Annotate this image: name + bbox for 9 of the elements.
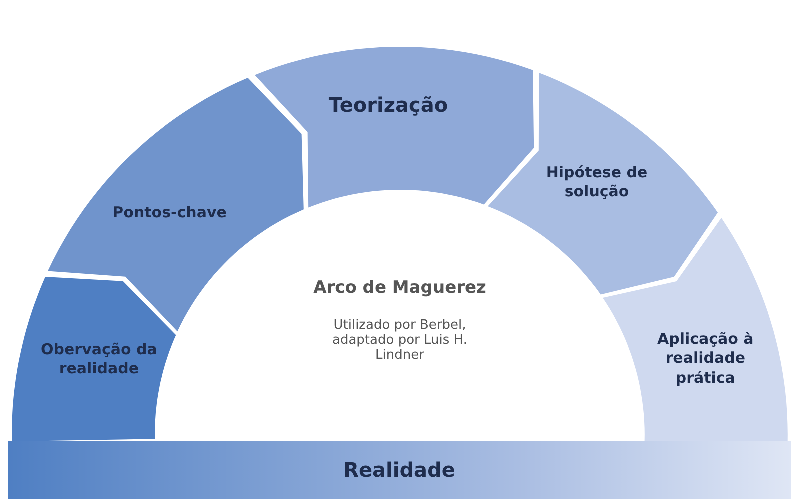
segment-label: Teorização: [328, 92, 450, 118]
bar-label: Realidade: [344, 458, 456, 482]
reality-bar: [8, 441, 791, 499]
segment-label: Aplicação à realidade prática: [656, 330, 755, 388]
credit-note: Utilizado por Berbel, adaptado por Luis H. Lindner: [332, 318, 468, 363]
segment-label: Pontos-chave: [112, 202, 228, 222]
segment-label: Obervação da realidade: [40, 340, 158, 380]
diagram-heading: Arco de Maguerez: [312, 278, 488, 298]
segment-label: Hipótese de solução: [545, 163, 649, 202]
